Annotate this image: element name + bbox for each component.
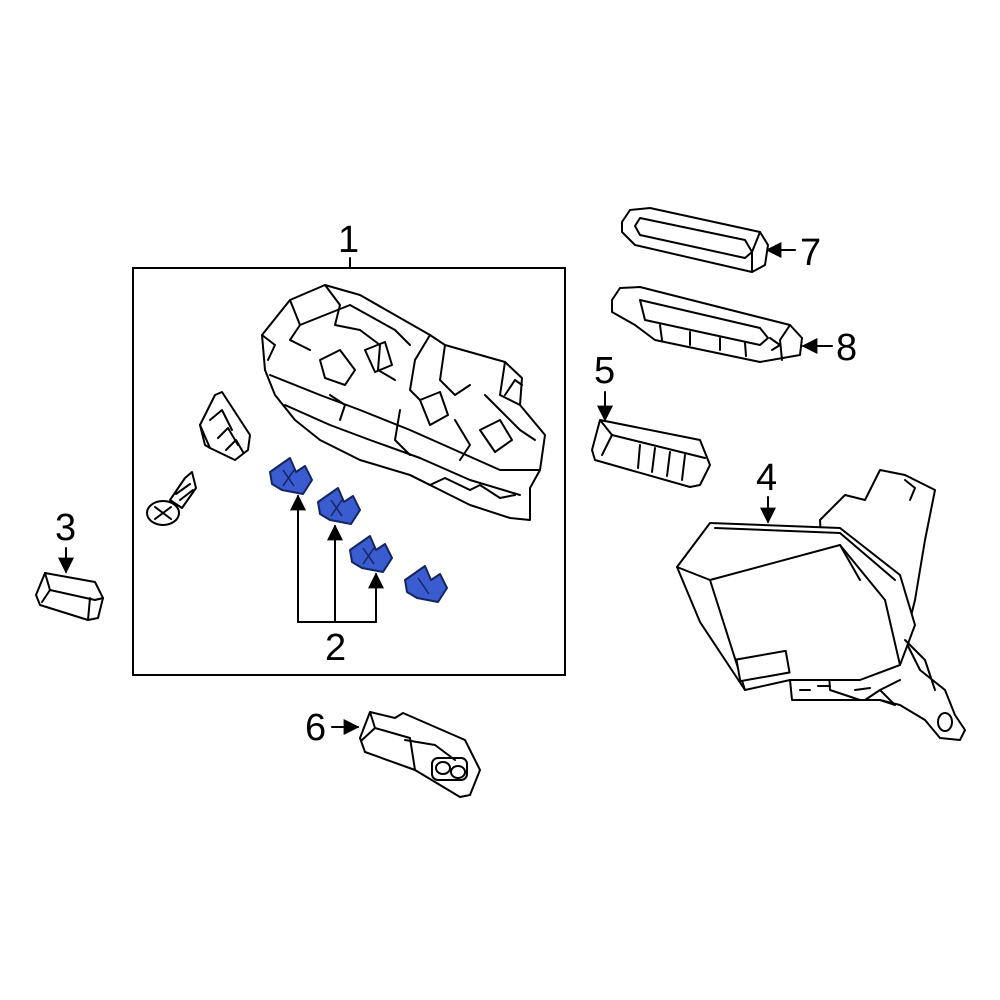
- screw[interactable]: [146, 471, 197, 526]
- part-5-connector[interactable]: [591, 419, 711, 488]
- part-3-relay[interactable]: [35, 572, 104, 621]
- callout-8[interactable]: 8: [836, 327, 857, 369]
- fuse-1[interactable]: [269, 457, 313, 495]
- control-module[interactable]: [676, 469, 966, 741]
- part-6-connector[interactable]: [359, 711, 481, 798]
- part-8-fuse-cover[interactable]: [611, 286, 803, 363]
- fuse-2[interactable]: [317, 487, 361, 525]
- callout-1[interactable]: 1: [338, 219, 359, 261]
- callout-5[interactable]: 5: [594, 350, 615, 392]
- callout-7[interactable]: 7: [800, 232, 821, 274]
- callout-4[interactable]: 4: [756, 457, 777, 499]
- fuse-3[interactable]: [349, 535, 393, 573]
- fuse-puller[interactable]: [199, 391, 251, 461]
- callout-3[interactable]: 3: [55, 507, 76, 549]
- fuse-box[interactable]: [261, 284, 546, 521]
- callout-6[interactable]: 6: [305, 707, 326, 749]
- callout-2[interactable]: 2: [325, 627, 346, 669]
- part-7-fuse-cover[interactable]: [621, 207, 769, 273]
- fuse-4[interactable]: [404, 565, 448, 603]
